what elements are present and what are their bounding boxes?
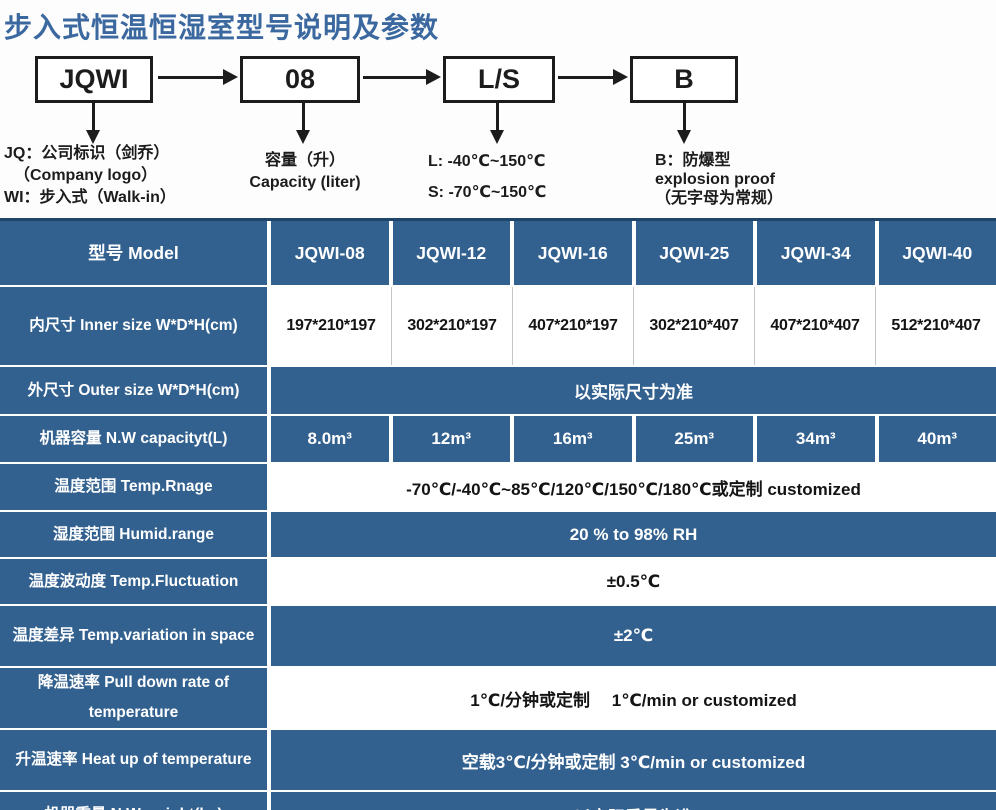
cell-value-span: 以实际尺寸为准 [271, 367, 996, 414]
arrow-right-icon [558, 69, 628, 85]
code-desc-explosion: B：防爆型 explosion proof （无字母为常规） [655, 151, 783, 208]
desc-line: explosion proof [655, 171, 775, 188]
desc-line: S: -70℃~150℃ [428, 184, 547, 201]
table-row-inner-size: 内尺寸 Inner size W*D*H(cm) 197*210*197 302… [0, 287, 996, 365]
cell-value-span: 以实际重量为准 [271, 792, 996, 810]
table-row-heat-up-rate: 升温速率 Heat up of temperature 空载3℃/分钟或定制 3… [0, 730, 996, 790]
header-model: JQWI-16 [514, 221, 632, 285]
code-desc-jqwi: JQ：公司标识（剑乔） （Company logo） WI：步入式（Walk-i… [4, 143, 176, 209]
table-row-weight: 机器重量 N.W weight(kg) 以实际重量为准 [0, 792, 996, 810]
header-model: JQWI-34 [757, 221, 875, 285]
desc-line: WI：步入式（Walk-in） [4, 189, 176, 206]
table-row-outer-size: 外尺寸 Outer size W*D*H(cm) 以实际尺寸为准 [0, 367, 996, 414]
table-row-temp-range: 温度范围 Temp.Rnage -70℃/-40℃~85℃/120℃/150℃/… [0, 464, 996, 510]
row-label: 湿度范围 Humid.range [0, 512, 267, 557]
page-title: 步入式恒温恒湿室型号说明及参数 [4, 12, 440, 43]
row-label: 温度波动度 Temp.Fluctuation [0, 559, 267, 604]
code-box-temp-range: L/S [443, 56, 555, 103]
arrow-right-icon [158, 69, 238, 85]
desc-line: JQ：公司标识（剑乔） [4, 145, 170, 162]
cell-value: 407*210*407 [754, 287, 875, 365]
row-label: 升温速率 Heat up of temperature [0, 730, 267, 790]
table-row-humidity-range: 湿度范围 Humid.range 20 % to 98% RH [0, 512, 996, 557]
row-label: 降温速率 Pull down rate of temperature [0, 668, 267, 728]
row-label: 内尺寸 Inner size W*D*H(cm) [0, 287, 267, 365]
cell-value-span: 空载3℃/分钟或定制 3℃/min or customized [271, 730, 996, 790]
cell-value-span: 1℃/分钟或定制 1℃/min or customized [271, 668, 996, 728]
table-row-capacity: 机器容量 N.W capacityt(L) 8.0m³ 12m³ 16m³ 25… [0, 416, 996, 462]
code-box-capacity: 08 [240, 56, 360, 103]
table-row-temp-fluctuation: 温度波动度 Temp.Fluctuation ±0.5℃ [0, 559, 996, 604]
cell-value: 25m³ [635, 416, 753, 462]
table-row-pull-down-rate: 降温速率 Pull down rate of temperature 1℃/分钟… [0, 668, 996, 728]
row-label: 外尺寸 Outer size W*D*H(cm) [0, 367, 267, 414]
row-label: 机器重量 N.W weight(kg) [0, 792, 267, 810]
cell-value: 197*210*197 [271, 287, 391, 365]
desc-line: Capacity (liter) [249, 174, 361, 191]
row-label: 温度范围 Temp.Rnage [0, 464, 267, 510]
table-header-row: 型号 Model JQWI-08 JQWI-12 JQWI-16 JQWI-25… [0, 221, 996, 285]
header-model: JQWI-40 [878, 221, 996, 285]
cell-value: 12m³ [392, 416, 510, 462]
spec-table: 型号 Model JQWI-08 JQWI-12 JQWI-16 JQWI-25… [0, 218, 996, 810]
code-box-explosion: B [630, 56, 738, 103]
row-label: 机器容量 N.W capacityt(L) [0, 416, 267, 462]
cell-value: 16m³ [514, 416, 632, 462]
cell-value: 8.0m³ [271, 416, 389, 462]
code-desc-capacity: 容量（升） Capacity (liter) [225, 150, 385, 194]
cell-value-span: 20 % to 98% RH [271, 512, 996, 557]
table-row-temp-variation: 温度差异 Temp.variation in space ±2℃ [0, 606, 996, 666]
arrow-down-icon [677, 103, 691, 144]
arrow-down-icon [86, 103, 100, 144]
header-model: JQWI-08 [271, 221, 389, 285]
code-desc-temp-range: L: -40℃~150℃ S: -70℃~150℃ [428, 151, 546, 204]
arrow-right-icon [363, 69, 441, 85]
cell-value: 34m³ [757, 416, 875, 462]
desc-line: （Company logo） [14, 167, 158, 184]
row-label: 温度差异 Temp.variation in space [0, 606, 267, 666]
cell-value: 407*210*197 [512, 287, 633, 365]
cell-value-span: ±2℃ [271, 606, 996, 666]
cell-value-span: -70℃/-40℃~85℃/120℃/150℃/180℃或定制 customiz… [271, 464, 996, 510]
cell-value: 512*210*407 [875, 287, 996, 365]
cell-value-span: ±0.5℃ [271, 559, 996, 604]
desc-line: 容量（升） [264, 152, 345, 169]
header-model: JQWI-12 [392, 221, 510, 285]
desc-line: B：防爆型 [655, 152, 731, 169]
desc-line: L: -40℃~150℃ [428, 153, 546, 170]
cell-value: 40m³ [878, 416, 996, 462]
cell-value: 302*210*197 [391, 287, 512, 365]
desc-line: （无字母为常规） [655, 190, 784, 207]
arrow-down-icon [490, 103, 504, 144]
header-model-label: 型号 Model [0, 221, 267, 285]
model-code-diagram: JQWI 08 L/S B JQ：公司标识（剑乔） （Company logo）… [0, 0, 996, 218]
header-model: JQWI-25 [635, 221, 753, 285]
code-box-jqwi: JQWI [35, 56, 153, 103]
cell-value: 302*210*407 [633, 287, 754, 365]
arrow-down-icon [296, 103, 310, 144]
